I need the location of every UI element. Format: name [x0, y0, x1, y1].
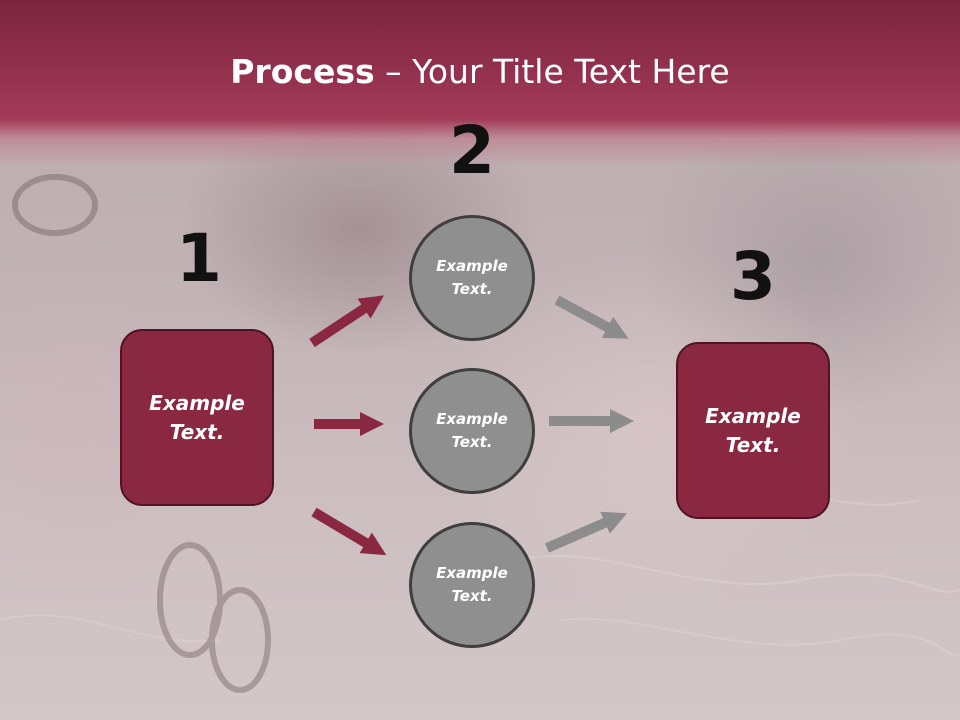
- slide-title: Process – Your Title Text Here: [0, 52, 960, 91]
- arrow-2-to-3-top: [554, 295, 629, 339]
- title-bold: Process: [230, 52, 375, 91]
- step-2-circle-top[interactable]: Example Text.: [409, 215, 535, 341]
- step-2-circle-middle[interactable]: Example Text.: [409, 368, 535, 494]
- arrow-2-to-3-bottom: [545, 511, 628, 553]
- step-3-box[interactable]: Example Text.: [676, 342, 830, 519]
- arrow-1-to-2-bottom: [311, 507, 387, 556]
- title-rest: Your Title Text Here: [412, 52, 730, 91]
- step-1-number: 1: [176, 220, 222, 297]
- step-1-box[interactable]: Example Text.: [120, 329, 274, 506]
- arrow-1-to-2-top: [309, 295, 385, 348]
- step-2-circle-bottom[interactable]: Example Text.: [409, 522, 535, 648]
- step-2-number: 2: [449, 112, 495, 189]
- title-separator: –: [374, 52, 413, 91]
- title-banner: [0, 0, 960, 165]
- step-3-number: 3: [730, 238, 776, 315]
